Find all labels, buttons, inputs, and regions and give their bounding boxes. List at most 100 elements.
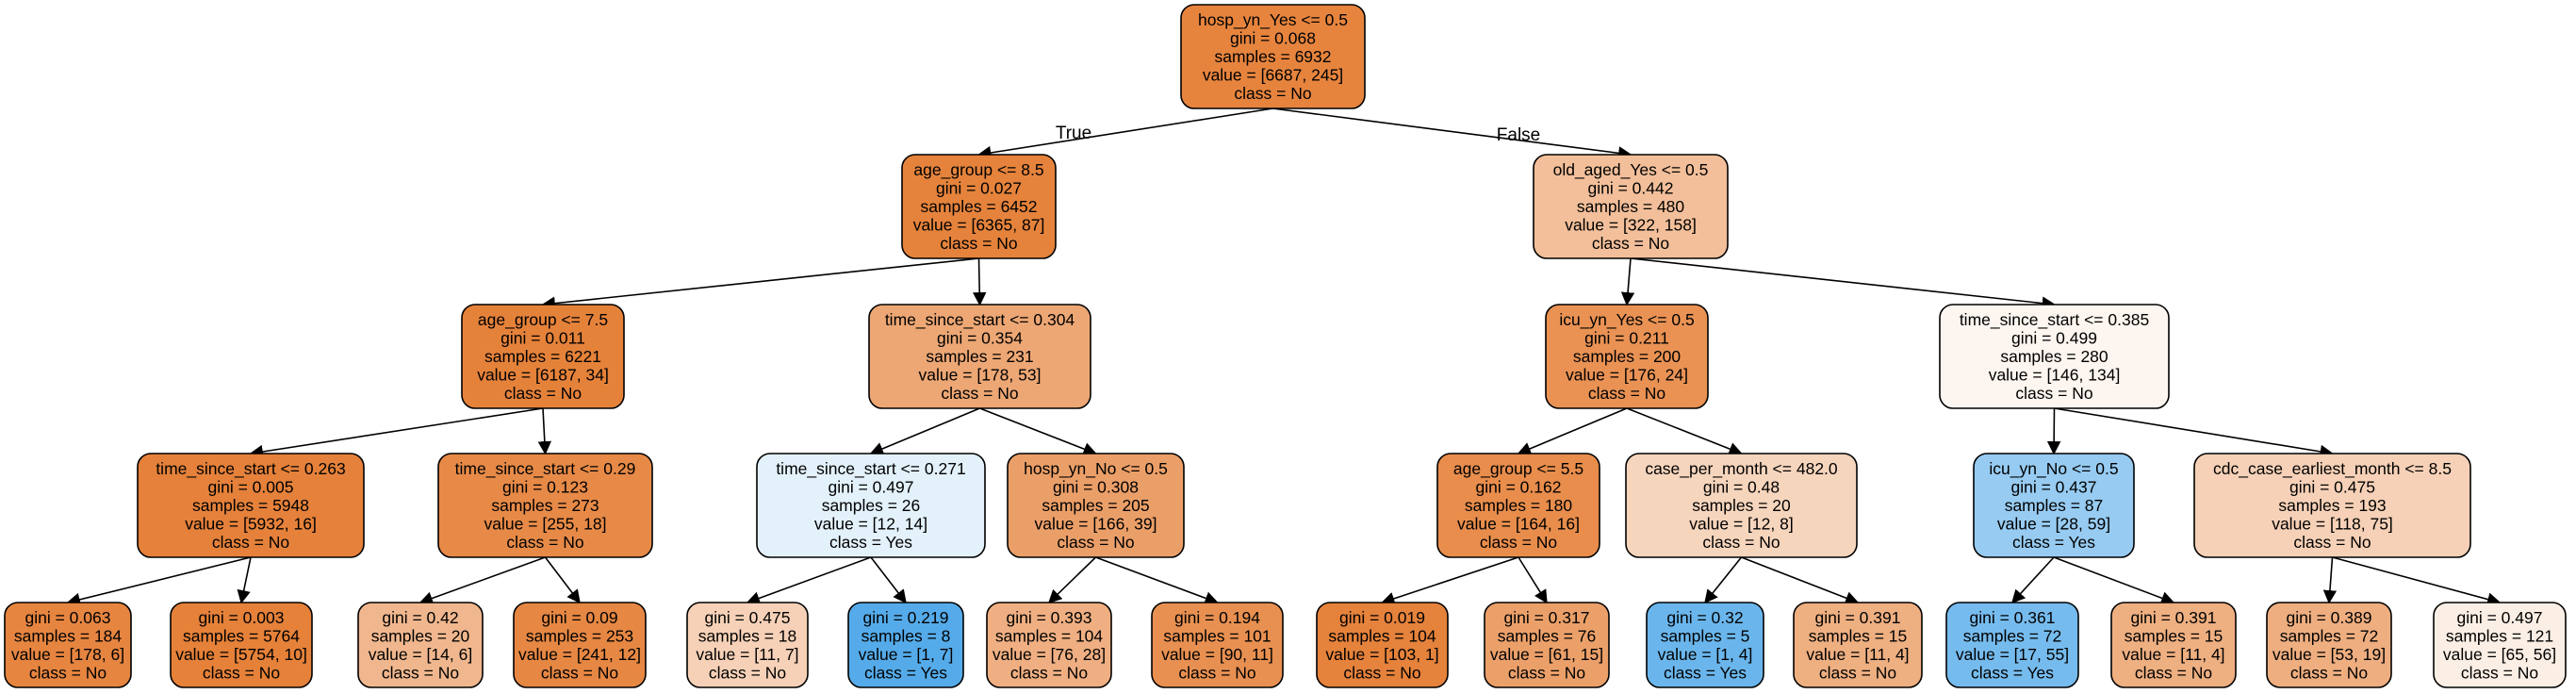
- node-line: class = No: [1234, 84, 1311, 103]
- node-line: class = No: [2293, 533, 2371, 552]
- node-line: gini = 0.162: [1476, 478, 1562, 497]
- node-line: gini = 0.437: [2011, 478, 2097, 497]
- node-line: samples = 5948: [192, 496, 309, 515]
- edge-n28-n29: [2322, 556, 2338, 604]
- node-line: samples = 6932: [1214, 47, 1331, 66]
- node-box: [756, 453, 986, 558]
- node-line: gini = 0.308: [1053, 478, 1139, 497]
- node-line: hosp_yn_Yes <= 0.5: [1198, 10, 1348, 30]
- node-line: samples = 8: [861, 626, 951, 645]
- node-line: time_since_start <= 0.29: [455, 459, 636, 479]
- node-line: value = [5754, 10]: [175, 645, 307, 664]
- node-line: value = [11, 7]: [696, 645, 798, 664]
- node-line: samples = 121: [2446, 626, 2553, 645]
- node-line: class = No: [1702, 533, 1780, 552]
- edge-n13-n15: [1095, 556, 1219, 605]
- node-line: samples = 280: [2000, 347, 2108, 366]
- node-line: samples = 184: [14, 626, 123, 645]
- node-line: gini = 0.499: [2011, 329, 2097, 348]
- node-line: gini = 0.391: [2131, 608, 2217, 627]
- node-line: class = No: [1480, 533, 1557, 552]
- node-line: class = No: [1819, 663, 1896, 682]
- node-line: value = [103, 1]: [1325, 645, 1438, 664]
- node-line: value = [322, 158]: [1565, 216, 1697, 235]
- node-line: value = [6187, 34]: [477, 366, 609, 385]
- node-line: gini = 0.475: [2289, 478, 2375, 497]
- node-line: samples = 180: [1465, 496, 1573, 515]
- edge-n2-n3: [249, 407, 544, 459]
- node-line: value = [166, 39]: [1035, 515, 1157, 534]
- node-line: class = Yes: [864, 663, 947, 682]
- node-line: class = No: [2135, 663, 2212, 682]
- node-line: value = [1, 4]: [1658, 645, 1753, 664]
- node-line: value = [1, 7]: [859, 645, 954, 664]
- node-line: class = No: [29, 663, 107, 682]
- edge-n18-n20: [1518, 556, 1548, 604]
- node-line: time_since_start <= 0.271: [776, 459, 965, 479]
- node-line: value = [164, 16]: [1457, 515, 1580, 534]
- node-box: [986, 602, 1112, 688]
- edge-n21-n22: [1704, 556, 1743, 604]
- node-line: class = No: [203, 663, 280, 682]
- node-box: [1973, 453, 2135, 558]
- edge-n18-n19: [1381, 556, 1519, 605]
- node-line: value = [90, 11]: [1161, 645, 1273, 664]
- node-line: value = [65, 56]: [2443, 645, 2556, 664]
- edge-n1-n9: [973, 257, 987, 306]
- node-box: [2193, 453, 2471, 558]
- node-box: [1533, 154, 1729, 259]
- node-line: samples = 480: [1577, 197, 1685, 216]
- edge-n16-n17: [1620, 257, 1635, 306]
- node-line: class = Yes: [1664, 663, 1747, 682]
- edge-n10-n12: [870, 556, 907, 604]
- node-line: case_per_month <= 482.0: [1645, 459, 1838, 479]
- edge-n1-n2: [541, 257, 979, 310]
- node-line: samples = 273: [491, 496, 599, 515]
- node-box: [2266, 602, 2392, 688]
- edge-n0-n1: [977, 107, 1273, 160]
- node-line: gini = 0.389: [2287, 608, 2372, 627]
- node-line: samples = 26: [822, 496, 921, 515]
- edge-label-true: True: [1056, 124, 1091, 143]
- node-line: samples = 104: [995, 626, 1104, 645]
- node-line: class = Yes: [2012, 533, 2095, 552]
- node-box: [1484, 602, 1610, 688]
- node-line: samples = 205: [1042, 496, 1149, 515]
- edges-layer: [66, 107, 2502, 606]
- node-box: [1007, 453, 1185, 558]
- node-line: gini = 0.497: [829, 478, 914, 497]
- node-line: value = [241, 12]: [518, 645, 641, 664]
- node-line: gini = 0.442: [1588, 179, 1674, 198]
- node-line: class = No: [506, 533, 583, 552]
- node-line: value = [5932, 16]: [185, 515, 317, 534]
- edge-n6-n8: [544, 556, 581, 604]
- node-line: gini = 0.194: [1174, 608, 1260, 627]
- node-line: gini = 0.011: [500, 329, 585, 348]
- node-box: [461, 304, 625, 409]
- node-line: gini = 0.361: [1970, 608, 2056, 627]
- node-line: class = Yes: [829, 533, 912, 552]
- node-line: samples = 231: [926, 347, 1033, 366]
- edge-n9-n13: [979, 407, 1097, 455]
- node-line: gini = 0.317: [1504, 608, 1590, 627]
- node-box: [2433, 602, 2567, 688]
- node-line: samples = 253: [526, 626, 633, 645]
- node-line: icu_yn_No <= 0.5: [1989, 459, 2118, 479]
- node-line: cdc_case_earliest_month <= 8.5: [2213, 459, 2452, 479]
- edge-n6-n7: [418, 556, 546, 605]
- node-line: value = [6365, 87]: [913, 216, 1045, 235]
- node-line: samples = 15: [2125, 626, 2223, 645]
- node-box: [1545, 304, 1709, 409]
- node-line: old_aged_Yes <= 0.5: [1553, 160, 1709, 180]
- edge-n21-n23: [1741, 556, 1860, 605]
